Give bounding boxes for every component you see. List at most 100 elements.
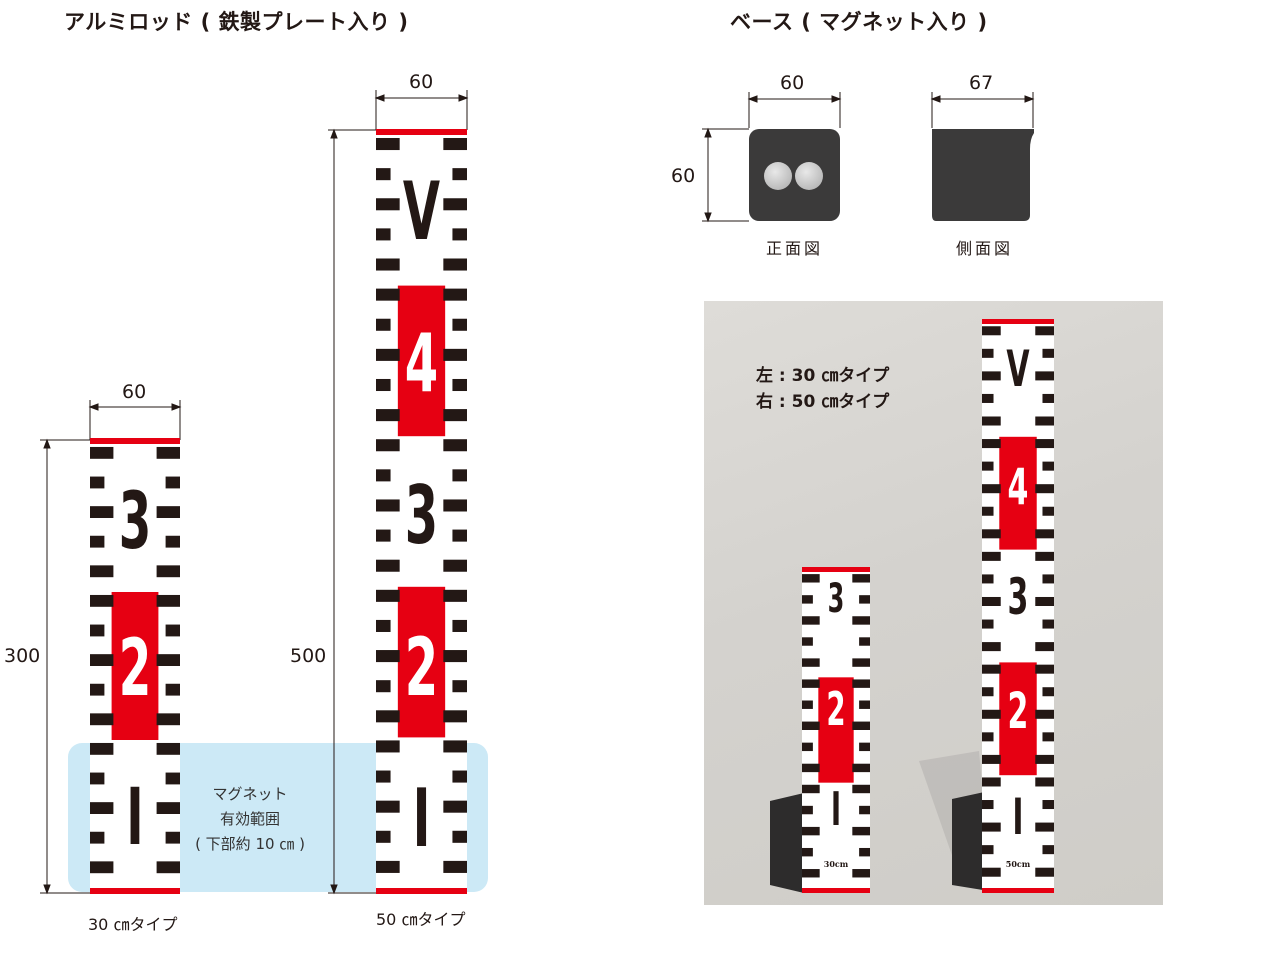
rod50-height-label: 500 <box>290 645 327 667</box>
rod-red-band <box>397 285 446 437</box>
rod-tick-right <box>1035 664 1054 674</box>
rod-tick-left <box>982 506 994 516</box>
rod-tick-right <box>443 258 467 271</box>
rod-tick-right <box>443 198 467 211</box>
rod-section-title: アルミロッド ( 鉄製プレート入り ) <box>64 10 409 34</box>
rod-tick-left <box>376 258 400 271</box>
rod-tick-right <box>156 742 180 755</box>
rod-tick-left <box>90 831 105 844</box>
rod-tick-right <box>1035 709 1054 719</box>
rod-tick-left <box>982 619 994 629</box>
rod-50cm: V 4 3 2 I <box>376 129 467 894</box>
rod-top-cap <box>982 319 1054 324</box>
rod30-caption: 30 ㎝タイプ <box>88 915 178 934</box>
rod-tick-right <box>156 802 180 814</box>
magnet-left <box>764 162 792 190</box>
rod-tick-left <box>802 721 820 730</box>
rod-tick-right <box>443 710 467 723</box>
rod-bottom-cap <box>982 888 1054 893</box>
rod-tick-left <box>90 742 114 755</box>
rod-top-cap <box>802 567 870 572</box>
rod-tick-left <box>982 416 1001 426</box>
rod-tick-left <box>982 371 1001 381</box>
rod-tick-right <box>443 288 467 301</box>
rod-top-cap <box>90 438 180 444</box>
rod-tick-right <box>156 594 180 607</box>
rod50-caption: 50 ㎝タイプ <box>376 910 466 929</box>
rod-tick-right <box>156 565 180 578</box>
rod-tick-left <box>90 476 105 489</box>
rod-tick-right <box>1035 867 1054 877</box>
rod-tick-left <box>376 740 400 753</box>
rod-tick-left <box>982 845 994 855</box>
rod-tick-right <box>852 721 870 730</box>
rod-tick-left <box>376 138 400 151</box>
rod-tick-left <box>376 228 391 241</box>
rod-tick-left <box>982 461 994 471</box>
base-section-title: ベース ( マグネット入り ) <box>730 10 988 34</box>
rod-tick-left <box>802 784 820 794</box>
rod-tick-right <box>1042 845 1054 855</box>
rod-tick-left <box>90 535 105 548</box>
rod-tick-left <box>982 800 994 810</box>
rod-bottom-cap <box>802 888 870 893</box>
rod-tick-right <box>165 831 180 844</box>
photo-rod-30cm: 3 2 I 30cm <box>802 567 870 893</box>
photo-rod50-digit-1: I <box>1012 788 1024 846</box>
rod-tick-right <box>852 763 870 773</box>
product-photo: 左 : 30 ㎝タイプ 右 : 50 ㎝タイプ 3 2 I 30cm V 4 3… <box>704 301 1163 905</box>
rod-tick-left <box>376 650 400 663</box>
rod-tick-left <box>376 680 391 693</box>
rod30-digit-1: I <box>126 773 144 863</box>
rod-tick-right <box>443 559 467 572</box>
rod-tick-right <box>1035 326 1054 336</box>
rod-tick-right <box>443 650 467 663</box>
rod-tick-right <box>852 784 870 794</box>
rod-tick-right <box>156 446 180 459</box>
photo-rod30-label: 30cm <box>823 859 849 869</box>
rod-tick-left <box>376 559 400 572</box>
rod-tick-right <box>156 654 180 666</box>
rod-bottom-cap <box>376 888 467 894</box>
rod-tick-right <box>1042 619 1054 629</box>
rod-tick-right <box>156 713 180 726</box>
magnet-zone-label: マグネット 有効範囲 ( 下部約 10 ㎝ ) <box>190 782 310 857</box>
rod-tick-left <box>802 595 813 604</box>
rod-tick-left <box>376 378 391 392</box>
rod-tick-left <box>90 802 114 814</box>
base-front-height-label: 60 <box>671 165 696 187</box>
rod-tick-left <box>802 700 813 709</box>
rod-tick-left <box>982 709 1001 719</box>
rod-tick-left <box>90 713 114 726</box>
rod30-digit-2: 2 <box>118 624 152 714</box>
rod-tick-right <box>859 637 870 646</box>
photo-rod30-digit-2: 2 <box>826 682 846 736</box>
rod-tick-left <box>376 499 400 512</box>
rod-tick-right <box>852 679 870 688</box>
rod-tick-right <box>859 595 870 604</box>
rod-tick-left <box>982 822 1001 832</box>
rod-50cm-graphic <box>376 129 467 894</box>
rod-tick-right <box>1035 484 1054 494</box>
rod-tick-left <box>982 326 1001 336</box>
rod-red-band <box>111 592 159 740</box>
rod-30cm-graphic <box>90 438 180 894</box>
rod-tick-right <box>1042 506 1054 516</box>
photo-rod50-digit-2: 2 <box>1007 682 1029 740</box>
rod30-height-label: 300 <box>4 645 41 667</box>
photo-rod-30cm-graphic <box>802 567 870 893</box>
rod-tick-left <box>376 168 391 181</box>
rod-tick-right <box>443 499 467 512</box>
rod-tick-left <box>982 777 1001 787</box>
rod-tick-left <box>90 594 114 607</box>
rod-tick-left <box>376 198 400 211</box>
base-front-view <box>749 129 840 221</box>
rod-tick-right <box>443 860 467 873</box>
rod-tick-right <box>452 529 467 542</box>
photo-caption-left: 左 : 30 ㎝タイプ <box>756 366 890 386</box>
rod-tick-left <box>982 348 994 358</box>
rod-tick-left <box>376 318 391 331</box>
rod-tick-left <box>982 484 1001 494</box>
rod-tick-left <box>376 860 400 873</box>
rod-tick-right <box>452 680 467 693</box>
